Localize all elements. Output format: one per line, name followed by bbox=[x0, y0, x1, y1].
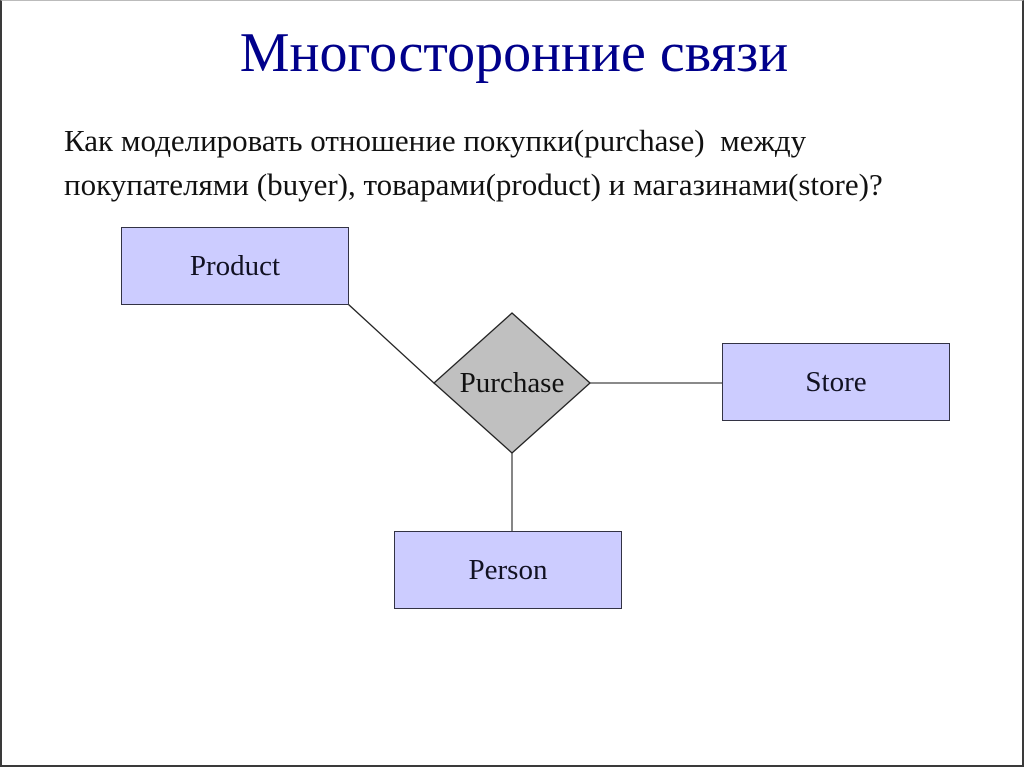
entity-store[interactable]: Store bbox=[722, 343, 950, 421]
relationship-purchase-label: Purchase bbox=[459, 367, 565, 399]
entity-product[interactable]: Product bbox=[121, 227, 349, 305]
relationship-diamond[interactable] bbox=[433, 312, 591, 454]
question-line-1: Как моделировать отношение покупки(purch… bbox=[64, 123, 807, 158]
question-line-2: покупателями (buyer), товарами(product) … bbox=[64, 167, 883, 202]
slide-title: Многосторонние связи bbox=[239, 22, 789, 84]
entity-product-label: Product bbox=[189, 249, 281, 282]
question-text: Как моделировать отношение покупки(purch… bbox=[64, 119, 994, 207]
entity-person-label: Person bbox=[468, 553, 548, 586]
entity-store-label: Store bbox=[805, 365, 867, 398]
connector-product-purchase bbox=[347, 303, 436, 385]
entity-person[interactable]: Person bbox=[394, 531, 622, 609]
